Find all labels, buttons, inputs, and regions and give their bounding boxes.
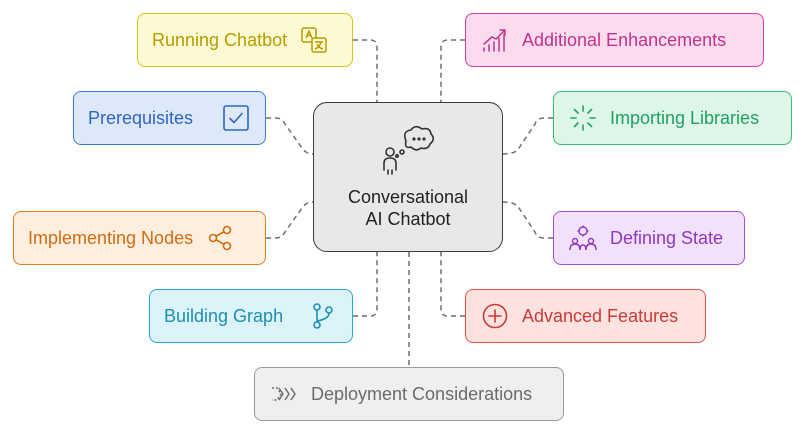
node-implementing-nodes: Implementing Nodes (13, 211, 266, 265)
central-topic-title: Conversational AI Chatbot (348, 186, 468, 230)
node-label: Deployment Considerations (311, 383, 533, 404)
node-importing-libraries: Importing Libraries (553, 91, 792, 145)
node-advanced-features: Advanced Features (465, 289, 706, 343)
node-additional-enhancements: Additional Enhancements (465, 13, 764, 67)
node-label: Additional Enhancements (522, 29, 727, 50)
connector-implementing-nodes (266, 201, 314, 239)
translate-icon (299, 25, 329, 55)
node-label: Running Chatbot (152, 29, 288, 50)
connector-advanced-features (440, 252, 465, 317)
node-label: Advanced Features (522, 305, 679, 326)
node-defining-state: Defining State (553, 211, 745, 265)
connector-building-graph (353, 252, 378, 317)
plus-circle-icon (480, 301, 510, 331)
node-building-graph: Building Graph (149, 289, 353, 343)
connector-defining-state (502, 201, 553, 239)
node-label: Building Graph (164, 305, 284, 326)
central-topic-line2: AI Chatbot (365, 208, 451, 229)
connector-additional-enhancements (440, 39, 465, 102)
connector-prerequisites (266, 117, 314, 155)
group-icon (568, 223, 598, 253)
connector-importing-libraries (502, 117, 553, 155)
connector-running-chatbot (353, 39, 378, 102)
node-deployment-considerations: Deployment Considerations (254, 367, 564, 421)
chevrons-right-icon (269, 379, 299, 409)
node-label: Defining State (610, 227, 724, 248)
central-topic-line1: Conversational (347, 186, 469, 207)
node-label: Importing Libraries (610, 107, 760, 128)
central-topic: Conversational AI Chatbot (313, 102, 503, 252)
checkbox-icon (221, 103, 251, 133)
node-running-chatbot: Running Chatbot (137, 13, 353, 67)
share-icon (205, 223, 235, 253)
node-label: Implementing Nodes (28, 227, 194, 248)
person-thought-bubble-icon (378, 125, 438, 180)
rising-bars-icon (480, 25, 510, 55)
node-label: Prerequisites (88, 107, 194, 128)
loader-icon (568, 103, 598, 133)
branch-icon (308, 301, 338, 331)
node-prerequisites: Prerequisites (73, 91, 266, 145)
